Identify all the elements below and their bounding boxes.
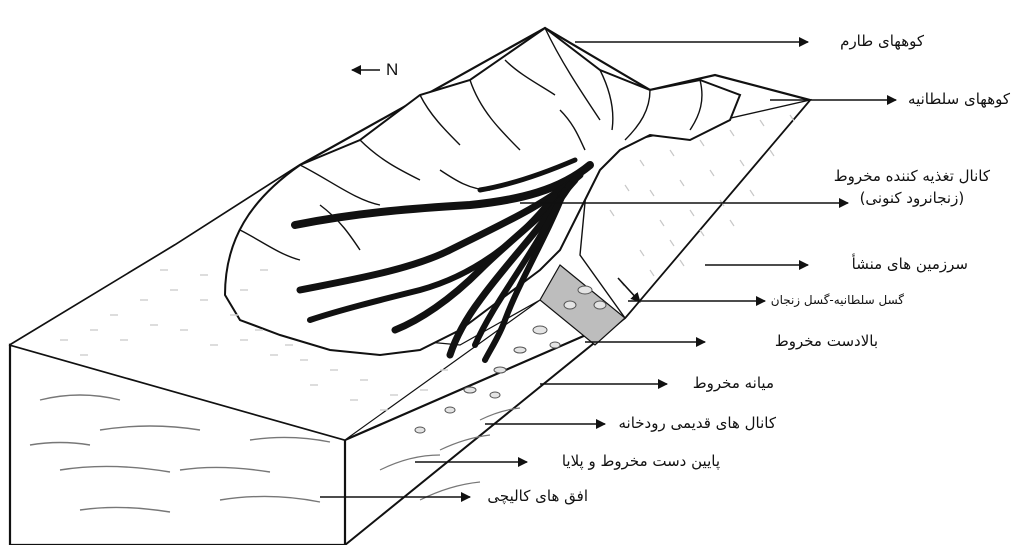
label-taram-mountains: کوههای طارم (840, 34, 924, 49)
label-feeder-channel-line2: (زنجانرود کنونی) (834, 188, 990, 210)
label-lower-fan-playa: پایین دست مخروط و پلایا (562, 454, 720, 469)
north-indicator: N (386, 60, 398, 80)
label-old-channels: کانال های قدیمی رودخانه (619, 416, 777, 431)
label-feeder-channel: کانال تغذیه کننده مخروط (زنجانرود کنونی) (834, 166, 990, 210)
label-caliche-horizons: افق های کالیچی (487, 489, 588, 504)
north-letter: N (386, 60, 398, 79)
label-fault: گسل سلطانیه-گسل زنجان (771, 294, 904, 306)
label-feeder-channel-line1: کانال تغذیه کننده مخروط (834, 166, 990, 188)
label-soltaniyeh-mountains: کوههای سلطانیه (908, 92, 1010, 107)
label-source-lands: سرزمین های منشأ (852, 257, 968, 272)
label-middle-fan: میانه مخروط (693, 376, 774, 391)
label-upper-fan: بالادست مخروط (775, 334, 878, 349)
